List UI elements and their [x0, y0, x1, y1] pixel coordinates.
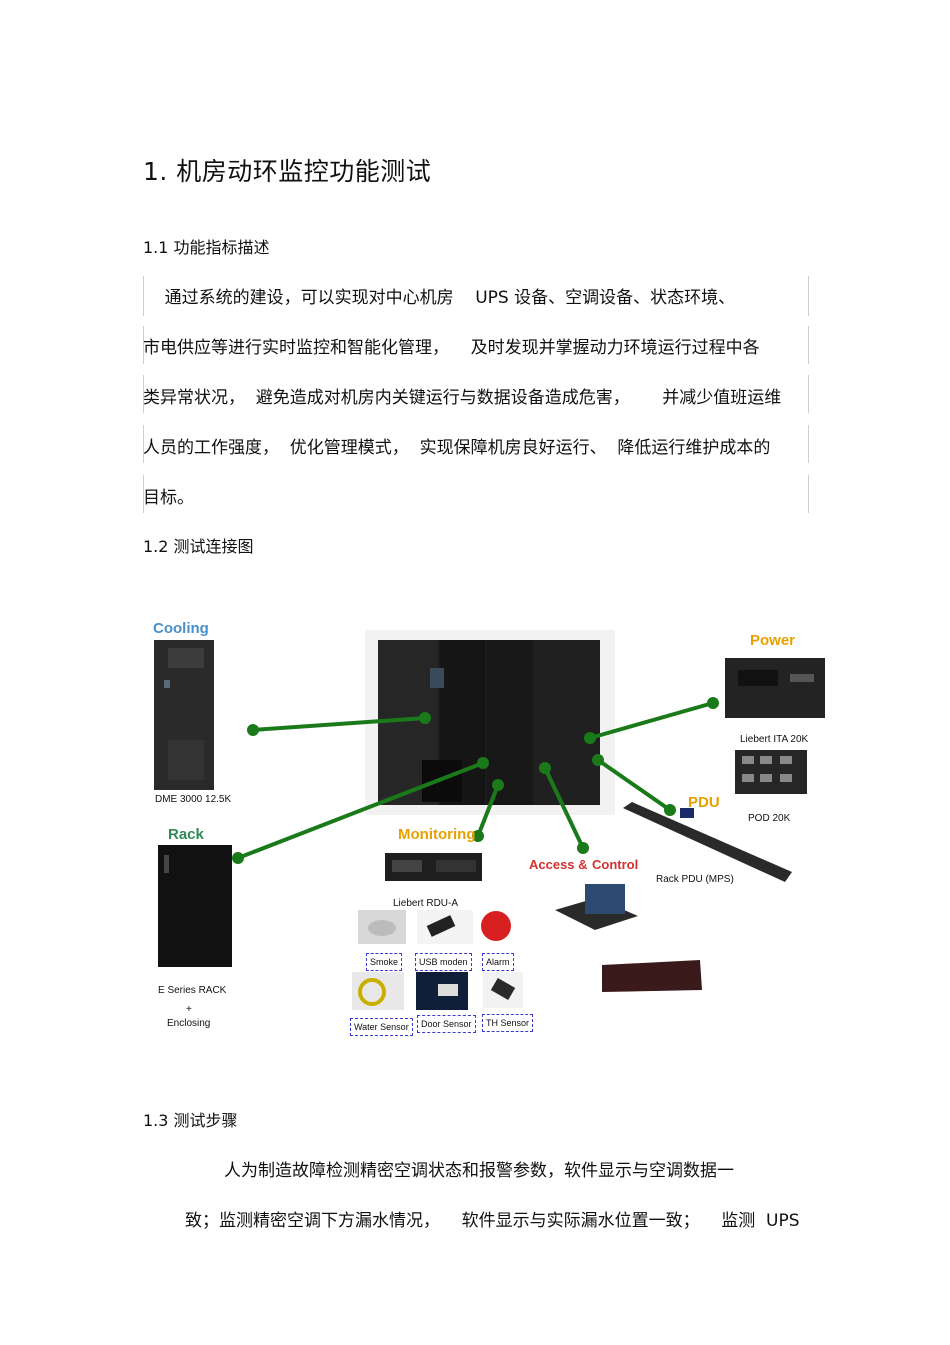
cooling-unit — [154, 640, 214, 790]
door-sensor-label: Door Sensor — [417, 1015, 476, 1033]
dme-label: DME 3000 12.5K — [155, 794, 232, 805]
paragraph-line: 通过系统的建设，可以实现对中心机房 UPS 设备、空调设备、状态环境、 — [143, 288, 736, 308]
paragraph-line: 人员的工作强度， 优化管理模式， 实现保障机房良好运行、 降低运行维护成本的 — [143, 438, 771, 458]
access-tag: Access & — [529, 857, 588, 872]
rdu-unit — [385, 853, 482, 881]
ups-unit — [725, 658, 825, 718]
text-row-frame — [143, 425, 809, 463]
text-row-frame — [143, 276, 809, 316]
enclosing-label: Enclosing — [167, 1018, 211, 1029]
section-1-3-title: 1.3 测试步骤 — [143, 1111, 238, 1130]
section-1-1-title: 1.1 功能指标描述 — [143, 238, 270, 257]
pod-label: POD 20K — [748, 813, 791, 824]
rack-pdu-strip — [623, 802, 792, 882]
power-tag: Power — [750, 632, 796, 649]
usb-modem-label: USB moden — [415, 953, 472, 971]
paragraph-line: 类异常状况， 避免造成对机房内关键运行与数据设备造成危害， 并减少值班运维 — [143, 388, 782, 408]
th-sensor-label: TH Sensor — [482, 1014, 534, 1032]
alarm-label: Alarm — [482, 953, 514, 971]
water-sensor-label: Water Sensor — [350, 1018, 413, 1036]
smoke-sensor-label: Smoke — [366, 953, 403, 971]
connection-diagram: Cooling Power PDU Rack Monitoring Access… — [140, 610, 840, 1050]
rack-tag: Rack — [168, 826, 204, 843]
rdu-label: Liebert RDU-A — [393, 898, 459, 909]
paragraph-line: 人为制造故障检测精密空调状态和报警参数，软件显示与空调数据一 — [224, 1161, 734, 1181]
e-series-rack — [158, 845, 232, 967]
cooling-tag: Cooling — [153, 620, 209, 637]
connector-lines — [232, 697, 719, 864]
sensor-images — [352, 910, 523, 1010]
ita-label: Liebert ITA 20K — [740, 734, 809, 745]
page-title: 1. 机房动环监控功能测试 — [143, 157, 432, 186]
central-rack-cluster — [365, 630, 615, 815]
section-1-2-title: 1.2 测试连接图 — [143, 537, 254, 556]
erack-label: E Series RACK — [158, 985, 227, 996]
paragraph-line: 市电供应等进行实时监控和智能化管理， 及时发现并掌握动力环境运行过程中各 — [143, 338, 760, 358]
text-row-frame — [143, 375, 809, 413]
paragraph-line: 致；监测精密空调下方漏水情况， 软件显示与实际漏水位置一致； 监测 UPS — [185, 1211, 800, 1231]
diagram-canvas — [154, 630, 825, 1010]
paragraph-line: 目标。 — [143, 488, 194, 508]
pod-unit — [735, 750, 807, 794]
text-row-frame — [143, 475, 809, 513]
plus-label: + — [186, 1004, 192, 1015]
pdu-tag: PDU — [688, 794, 720, 811]
kvm-console — [555, 884, 702, 992]
monitoring-tag: Monitoring — [398, 826, 476, 843]
rack-pdu-label: Rack PDU (MPS) — [656, 874, 734, 885]
control-tag: Control — [592, 857, 639, 872]
text-row-frame — [143, 326, 809, 364]
